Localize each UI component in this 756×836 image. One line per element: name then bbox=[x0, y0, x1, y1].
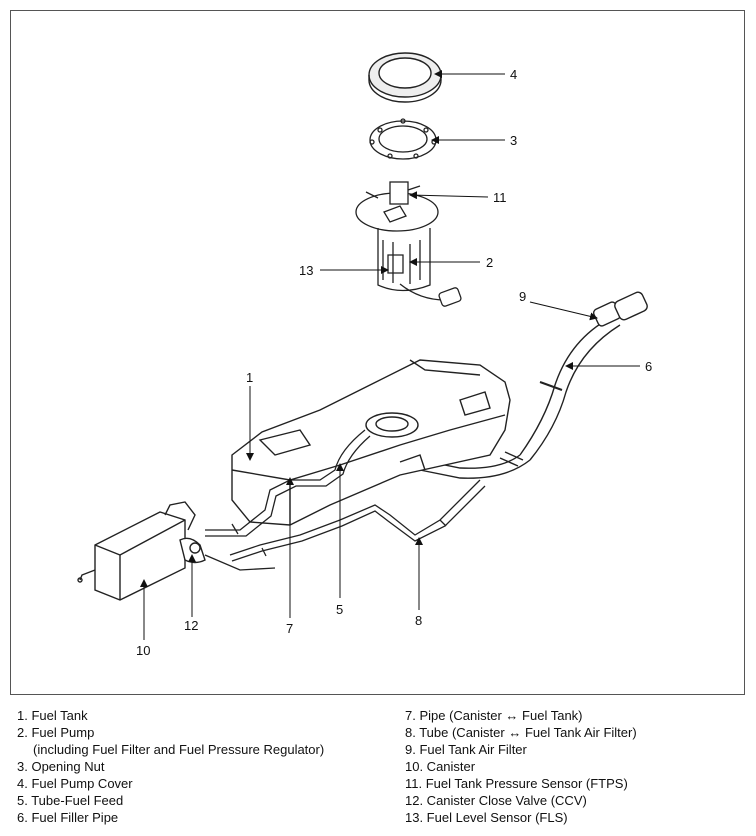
fuel-pump-cover bbox=[368, 52, 442, 103]
legend-item-12: 12. Canister Close Valve (CCV) bbox=[405, 793, 587, 808]
legend-item-11: 11. Fuel Tank Pressure Sensor (FTPS) bbox=[405, 776, 628, 791]
fuel-filler-pipe bbox=[419, 291, 648, 479]
callout-4: 4 bbox=[510, 67, 517, 82]
legend-item-13: 13. Fuel Level Sensor (FLS) bbox=[405, 810, 568, 825]
leader-11 bbox=[409, 191, 489, 200]
callout-1: 1 bbox=[246, 370, 253, 385]
legend-item-3: 3. Opening Nut bbox=[17, 759, 105, 774]
callout-9: 9 bbox=[519, 289, 526, 304]
fuel-pump-assembly bbox=[355, 181, 462, 307]
legend-item-8: 8. Tube (Canister ↔ Fuel Tank Air Filter… bbox=[405, 725, 637, 740]
callout-10: 10 bbox=[136, 643, 150, 658]
callout-8: 8 bbox=[415, 613, 422, 628]
callout-7: 7 bbox=[286, 621, 293, 636]
legend-right: 7. Pipe (Canister ↔ Fuel Tank) 8. Tube (… bbox=[405, 707, 637, 826]
fuel-tank bbox=[231, 359, 511, 526]
leader-lines bbox=[140, 70, 640, 640]
fuel-system-diagram: 4 3 11 2 13 9 6 1 5 7 8 12 10 bbox=[77, 52, 652, 658]
callout-2: 2 bbox=[486, 255, 493, 270]
legend-item-4: 4. Fuel Pump Cover bbox=[17, 776, 133, 791]
legend-item-1: 1. Fuel Tank bbox=[17, 708, 88, 723]
opening-nut bbox=[369, 118, 437, 160]
canister bbox=[77, 501, 206, 601]
callout-12: 12 bbox=[184, 618, 198, 633]
callout-3: 3 bbox=[510, 133, 517, 148]
legend-item-2-detail: (including Fuel Filter and Fuel Pressure… bbox=[33, 742, 325, 757]
legend-item-9: 9. Fuel Tank Air Filter bbox=[405, 742, 527, 757]
legend-item-5: 5. Tube-Fuel Feed bbox=[17, 793, 124, 808]
legend-item-7: 7. Pipe (Canister ↔ Fuel Tank) bbox=[405, 708, 583, 723]
callout-5: 5 bbox=[336, 602, 343, 617]
legend-item-6: 6. Fuel Filler Pipe bbox=[17, 810, 119, 825]
legend-item-10: 10. Canister bbox=[405, 759, 476, 774]
callout-11: 11 bbox=[493, 190, 507, 205]
callout-13: 13 bbox=[299, 263, 313, 278]
leader-9 bbox=[529, 301, 598, 321]
legend-left: 1. Fuel Tank 2. Fuel Pump (including Fue… bbox=[17, 707, 324, 826]
callout-6: 6 bbox=[645, 359, 652, 374]
legend-item-2: 2. Fuel Pump bbox=[17, 725, 95, 740]
